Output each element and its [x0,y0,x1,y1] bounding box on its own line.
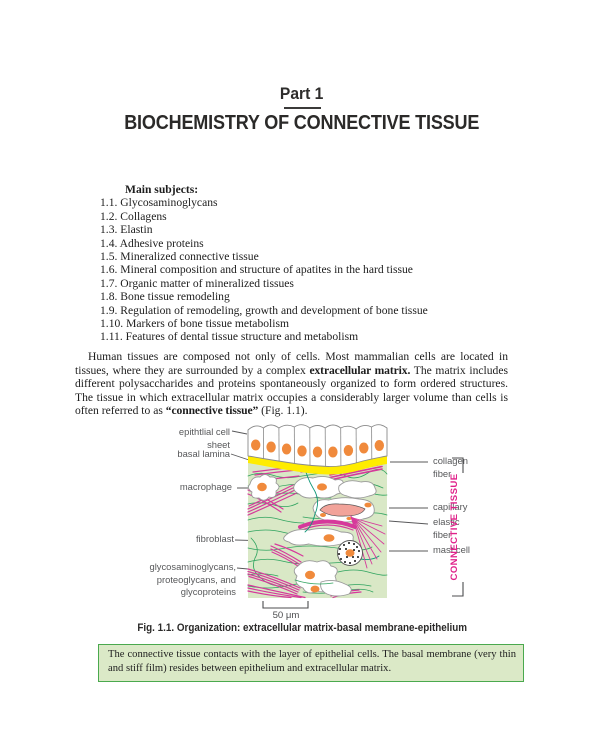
part-label: Part 1 [280,84,324,103]
subjects-heading: Main subjects: [125,183,199,196]
matrix-white-space [293,475,377,499]
subject-item: 1.5. Mineralized connective tissue [100,250,259,264]
connective-tissue-side-label: CONNECTIVE TISSUE [449,473,460,581]
subject-item: 1.1. Glycosaminoglycans [100,196,218,210]
subject-item: 1.10. Markers of bone tissue metabolism [100,317,290,331]
paragraph-text: (Fig. 1.1). [258,404,308,417]
label-capillary: capillary [433,501,468,512]
label-mast-cell: mast cell [433,544,470,555]
paragraph-bold-term: “connective tissue” [165,404,259,417]
subject-item: 1.11. Features of dental tissue structur… [100,330,359,344]
figure-drawing [230,424,464,609]
label-macrophage: macrophage [179,481,232,492]
intro-paragraph: Human tissues are composed not only of c… [75,350,508,418]
mast-cell [337,540,363,566]
subject-item: 1.9. Regulation of remodeling, growth an… [100,303,428,317]
connective-tissue-bracket [452,457,464,597]
basal-lamina-band [248,456,387,475]
scale-label: 50 μm [272,610,300,621]
lower-fibroblast [293,560,352,597]
subject-item: 1.3. Elastin [100,223,153,237]
label-elastic-fiber: elastic fiber [433,516,460,540]
paragraph-bold-term: extracellular matrix. [309,363,411,377]
capillary-vessel [312,497,375,523]
note-text: The connective tissue contacts with the … [108,649,516,674]
paragraph-text: The matrix includes different polysaccha… [75,363,509,418]
label-epithelial-cell-sheet: epithtlial cell sheet [178,426,230,450]
tissue-illustration [247,424,388,599]
epithelial-cell-sheet [247,424,388,467]
scale-bar [262,601,309,609]
label-glycosaminoglycans: glycosaminoglycans, proteoglycans, and g… [149,561,237,598]
figure-caption: Fig. 1.1. Organization: extracellular ma… [137,622,467,634]
part-underline [284,107,321,109]
macrophage-cell [247,474,280,501]
figure-1-1: epithtlial cell sheet basal lamina macro… [0,420,600,652]
matrix-teal-line [302,461,318,533]
subject-item: 1.4. Adhesive proteins [100,236,204,250]
page-title: BIOCHEMISTRY OF CONNECTIVE TISSUE [124,111,480,134]
label-fibroblast: fibroblast [195,533,234,544]
subject-item: 1.7. Organic matter of mineralized tissu… [100,276,294,290]
epithelial-nuclei [251,439,384,458]
matrix-line-over [294,579,334,585]
paragraph-text: Human tissues are composed not only of c… [75,350,508,377]
label-collagen-fiber: collagen fiber [433,455,468,479]
note-box: The connective tissue contacts with the … [98,644,524,682]
subject-item: 1.6. Mineral composition and structure o… [100,263,413,277]
label-basal-lamina: basal lamina [177,448,230,459]
subject-item: 1.2. Collagens [100,209,167,223]
subject-item: 1.8. Bone tissue remodeling [100,290,230,304]
elastic-fiber-fan [350,515,386,569]
